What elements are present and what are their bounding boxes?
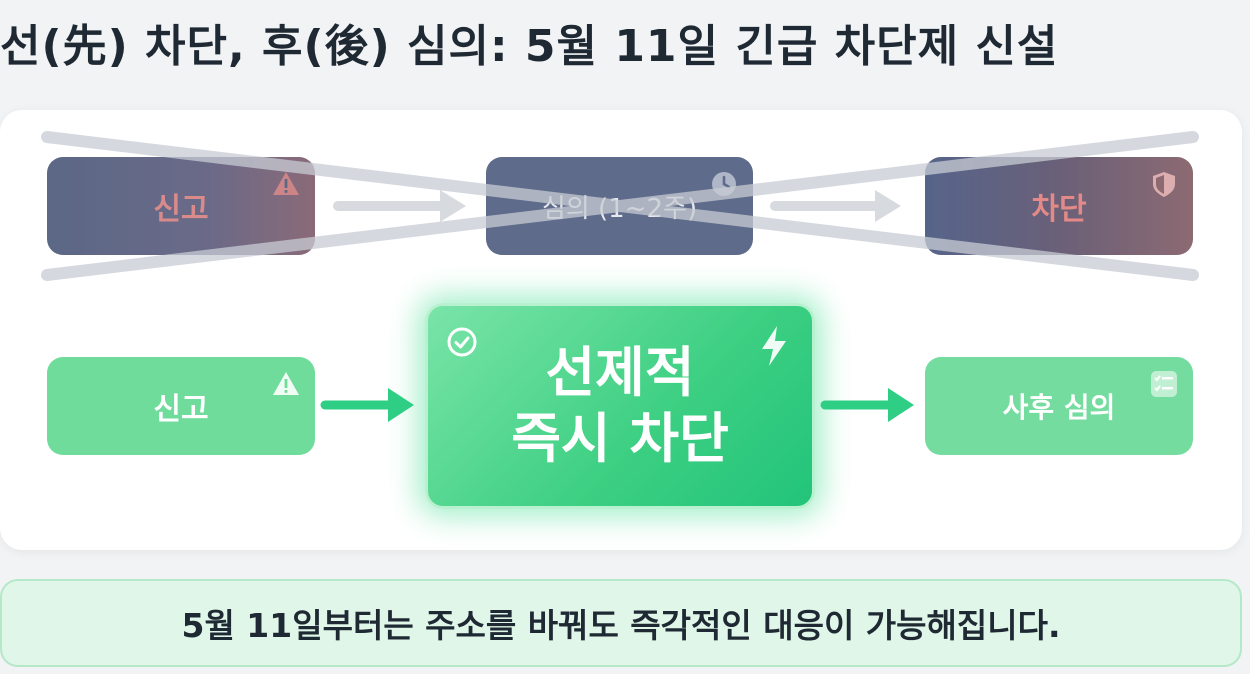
- new-flow-step-immediate-block: 선제적 즉시 차단: [425, 303, 815, 509]
- check-circle-icon: [447, 327, 477, 357]
- lightning-icon: [762, 326, 786, 366]
- old-step-label: 차단: [1031, 192, 1087, 227]
- clock-icon: [712, 172, 736, 196]
- new-step-label: 사후 심의: [1002, 391, 1116, 424]
- old-flow-step-report: 신고: [47, 157, 315, 255]
- center-label-line1: 선제적: [545, 341, 695, 405]
- new-step-label: 신고: [153, 392, 209, 427]
- new-flow-step-report: 신고: [47, 357, 315, 455]
- old-step-label: 신고: [153, 192, 209, 227]
- old-flow-step-review: 심의 (1~2주): [486, 157, 753, 255]
- old-step-label: 심의 (1~2주): [541, 193, 698, 224]
- info-banner: 5월 11일부터는 주소를 바꿔도 즉각적인 대응이 가능해집니다.: [0, 579, 1242, 667]
- warning-icon: [273, 372, 299, 395]
- page-title: 선(先) 차단, 후(後) 심의: 5월 11일 긴급 차단제 신설: [0, 21, 1059, 72]
- center-label-line2: 즉시 차단: [511, 407, 729, 470]
- shield-icon: [1153, 172, 1175, 197]
- warning-icon: [273, 172, 299, 195]
- old-flow-step-block: 차단: [925, 157, 1193, 255]
- new-flow-step-post-review: 사후 심의: [925, 357, 1193, 455]
- checklist-icon: [1151, 371, 1177, 397]
